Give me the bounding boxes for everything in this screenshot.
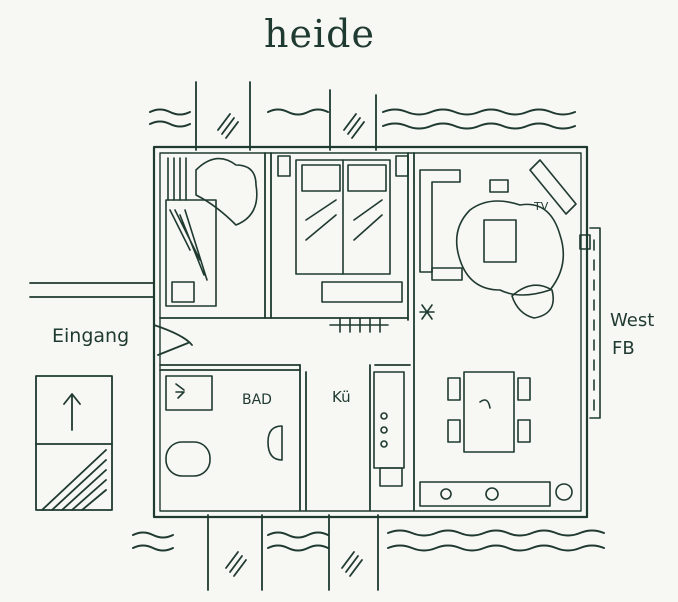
coat-rack xyxy=(329,304,435,333)
plan-title: heide xyxy=(264,12,375,56)
west-windows xyxy=(589,227,601,419)
tv-label: TV xyxy=(534,200,549,213)
double-bed xyxy=(277,155,409,303)
entrance-label: Eingang xyxy=(52,325,130,347)
kitchen-label: Kü xyxy=(332,388,351,406)
bathroom-fixtures xyxy=(165,375,283,477)
bathroom-label: BAD xyxy=(242,392,272,408)
entrance-walkway xyxy=(29,282,193,356)
stilts-bottom xyxy=(207,514,379,591)
fb-label: FB xyxy=(612,338,635,359)
living-area-furniture xyxy=(419,159,591,319)
stilts-top xyxy=(195,81,377,151)
kitchen-counter xyxy=(373,371,405,487)
outer-walls xyxy=(152,145,589,519)
small-room-furniture xyxy=(165,157,258,307)
dining-table xyxy=(447,371,531,453)
sideboard xyxy=(419,481,573,507)
water-top xyxy=(149,108,576,130)
interior-walls xyxy=(159,152,415,511)
water-bottom xyxy=(132,529,605,552)
stairs xyxy=(35,375,113,511)
west-label: West xyxy=(610,310,655,331)
